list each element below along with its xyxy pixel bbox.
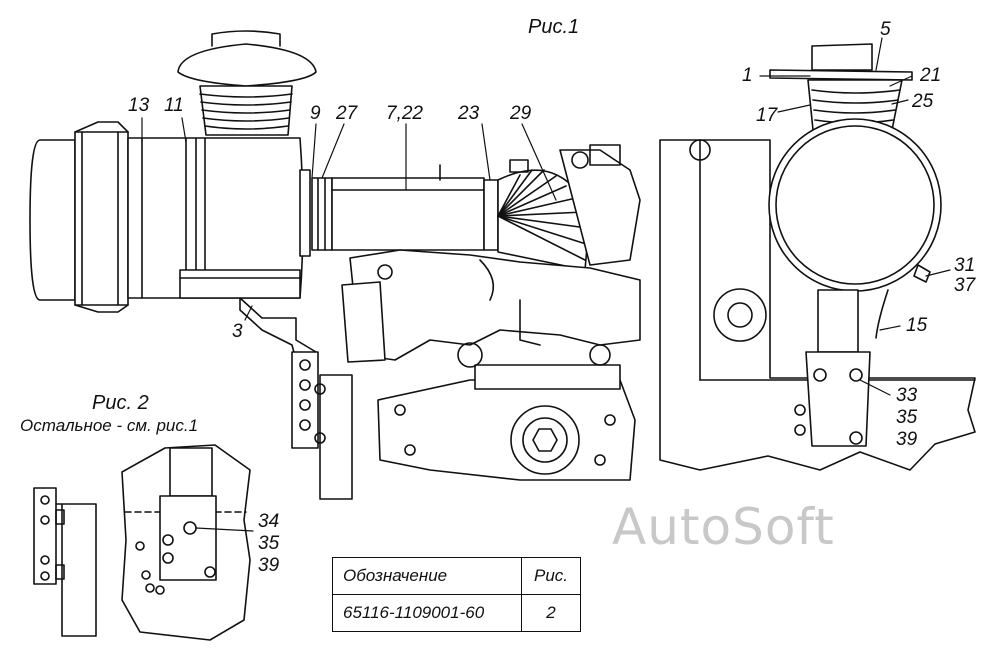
callout-35-fig1: 35 <box>896 407 918 428</box>
engine-block <box>341 144 641 481</box>
callout-17: 17 <box>756 105 778 126</box>
figure2-title: Рис. 2 <box>92 392 149 414</box>
leader-lines <box>141 37 951 532</box>
callout-37: 37 <box>954 275 976 296</box>
callout-11: 11 <box>164 95 184 116</box>
table-header-row: Обозначение Рис. <box>332 557 581 595</box>
designation-table: Обозначение Рис. 65116-1109001-60 2 <box>332 557 581 632</box>
figure2-drawing <box>33 444 251 641</box>
callout-25: 25 <box>912 91 934 112</box>
intake-pipe <box>331 164 591 271</box>
callout-13: 13 <box>128 95 150 116</box>
figure2-note: Остальное - см. рис.1 <box>20 416 199 435</box>
callout-27: 27 <box>336 103 358 124</box>
watermark: AutoSoft <box>612 498 835 556</box>
table-row: 65116-1109001-60 2 <box>332 594 581 632</box>
callout-23: 23 <box>458 103 480 124</box>
callout-15: 15 <box>906 315 928 336</box>
filter-bracket <box>239 297 353 500</box>
row-fig: 2 <box>521 594 581 632</box>
header-designation: Обозначение <box>332 557 522 595</box>
header-fig: Рис. <box>521 557 581 595</box>
callout-39-fig1: 39 <box>896 429 918 450</box>
callout-34: 34 <box>258 511 280 532</box>
row-designation: 65116-1109001-60 <box>332 594 522 632</box>
callout-21: 21 <box>920 65 942 86</box>
callout-39-fig2: 39 <box>258 555 280 576</box>
callout-7-22: 7,22 <box>386 103 423 124</box>
callout-9: 9 <box>310 103 321 124</box>
callout-35-fig2: 35 <box>258 533 280 554</box>
figure1-title: Рис.1 <box>528 16 580 38</box>
callout-1: 1 <box>742 65 753 86</box>
callout-5: 5 <box>880 19 891 40</box>
callout-3: 3 <box>232 321 243 342</box>
callout-31: 31 <box>954 255 976 276</box>
callout-29: 29 <box>510 103 532 124</box>
air-filter-housing <box>29 121 333 313</box>
callout-33: 33 <box>896 385 918 406</box>
side-view <box>659 43 976 471</box>
intake-cap <box>177 30 317 136</box>
